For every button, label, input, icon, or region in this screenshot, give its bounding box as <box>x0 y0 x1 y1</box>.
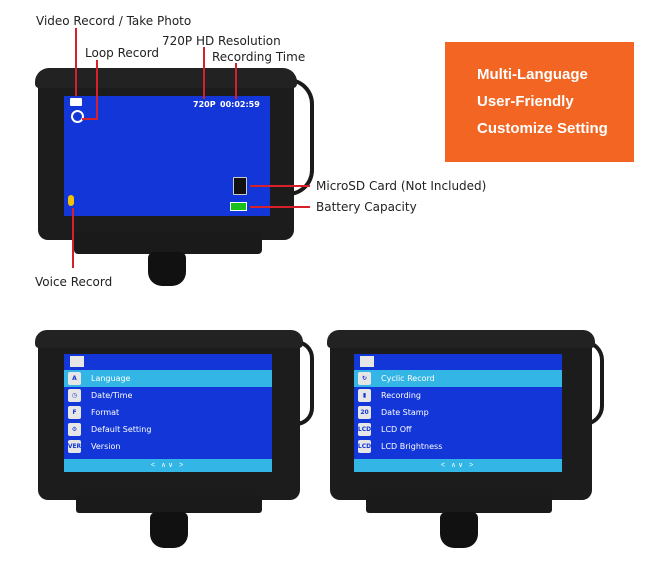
menu-item-format[interactable]: F Format <box>64 404 272 421</box>
video-camera-icon <box>70 98 82 106</box>
video-record-label: Video Record / Take Photo <box>36 14 192 28</box>
settings-menu-left: A Language ◷ Date/Time F Format ⚙ Defaul… <box>64 354 272 472</box>
microsd-label: MicroSD Card (Not Included) <box>316 179 487 193</box>
menu-item-date-time[interactable]: ◷ Date/Time <box>64 387 272 404</box>
menu-item-label: Recording <box>381 391 422 400</box>
badge-line-2: User-Friendly <box>477 93 574 110</box>
voice-record-label: Voice Record <box>35 275 113 289</box>
callout-line <box>96 60 98 119</box>
top-screen <box>64 96 270 216</box>
menu-item-label: Default Setting <box>91 425 152 434</box>
sd-card-icon <box>233 177 247 195</box>
callout-line <box>235 63 237 99</box>
menu-item-label: Date Stamp <box>381 408 429 417</box>
callout-line <box>72 208 74 268</box>
menu-item-label: Format <box>91 408 120 417</box>
suction-mount <box>148 252 186 286</box>
callout-line <box>250 185 310 187</box>
monitor-stand <box>76 495 262 513</box>
sun-visor <box>327 330 595 348</box>
battery-label: Battery Capacity <box>316 200 417 214</box>
menu-item-recording[interactable]: ▮ Recording <box>354 387 562 404</box>
menu-item-label: LCD Off <box>381 425 412 434</box>
microphone-icon <box>68 195 74 206</box>
menu-navigation[interactable]: < ∧∨ > <box>64 459 272 472</box>
menu-item-lcd-off[interactable]: LCD LCD Off <box>354 421 562 438</box>
loop-record-icon <box>71 110 84 123</box>
clock-icon: ◷ <box>68 389 81 402</box>
callout-line <box>250 206 310 208</box>
cyclic-record-icon: ↻ <box>358 372 371 385</box>
menu-item-default-setting[interactable]: ⚙ Default Setting <box>64 421 272 438</box>
resolution-label: 720P HD Resolution <box>162 34 281 48</box>
recording-time-label: Recording Time <box>212 50 306 64</box>
microphone-icon: ▮ <box>358 389 371 402</box>
menu-item-label: Language <box>91 374 131 383</box>
monitor-stand <box>366 495 552 513</box>
feature-badge: Multi-Language User-Friendly Customize S… <box>445 42 634 162</box>
menu-item-version[interactable]: VER Version <box>64 438 272 455</box>
monitor-stand <box>74 232 262 254</box>
menu-item-label: Version <box>91 442 121 451</box>
callout-line <box>75 28 77 96</box>
version-icon: VER <box>68 440 81 453</box>
lcd-brightness-icon: LCD <box>358 440 371 453</box>
badge-line-3: Customize Setting <box>477 120 608 137</box>
menu-item-lcd-brightness[interactable]: LCD LCD Brightness <box>354 438 562 455</box>
menu-header <box>64 354 272 370</box>
format-icon: F <box>68 406 81 419</box>
menu-item-label: Cyclic Record <box>381 374 435 383</box>
suction-mount <box>150 512 188 548</box>
gear-icon: ⚙ <box>68 423 81 436</box>
sun-visor <box>35 68 297 88</box>
menu-item-label: Date/Time <box>91 391 133 400</box>
menu-item-label: LCD Brightness <box>381 442 443 451</box>
calendar-icon: 20 <box>358 406 371 419</box>
battery-icon <box>230 202 247 211</box>
suction-mount <box>440 512 478 548</box>
loop-record-label: Loop Record <box>85 46 160 60</box>
settings-tab-icon <box>70 356 84 367</box>
resolution-text: 720P <box>193 100 216 109</box>
menu-header <box>354 354 562 370</box>
menu-item-language[interactable]: A Language <box>64 370 272 387</box>
lcd-off-icon: LCD <box>358 423 371 436</box>
menu-item-cyclic-record[interactable]: ↻ Cyclic Record <box>354 370 562 387</box>
settings-menu-right: ↻ Cyclic Record ▮ Recording 20 Date Stam… <box>354 354 562 472</box>
badge-line-1: Multi-Language <box>477 66 588 83</box>
recording-time-text: 00:02:59 <box>220 100 260 109</box>
callout-line <box>203 47 205 99</box>
menu-item-date-stamp[interactable]: 20 Date Stamp <box>354 404 562 421</box>
video-tab-icon <box>360 356 374 367</box>
callout-line <box>82 118 98 120</box>
language-icon: A <box>68 372 81 385</box>
sun-visor <box>35 330 303 348</box>
menu-navigation[interactable]: < ∧∨ > <box>354 459 562 472</box>
